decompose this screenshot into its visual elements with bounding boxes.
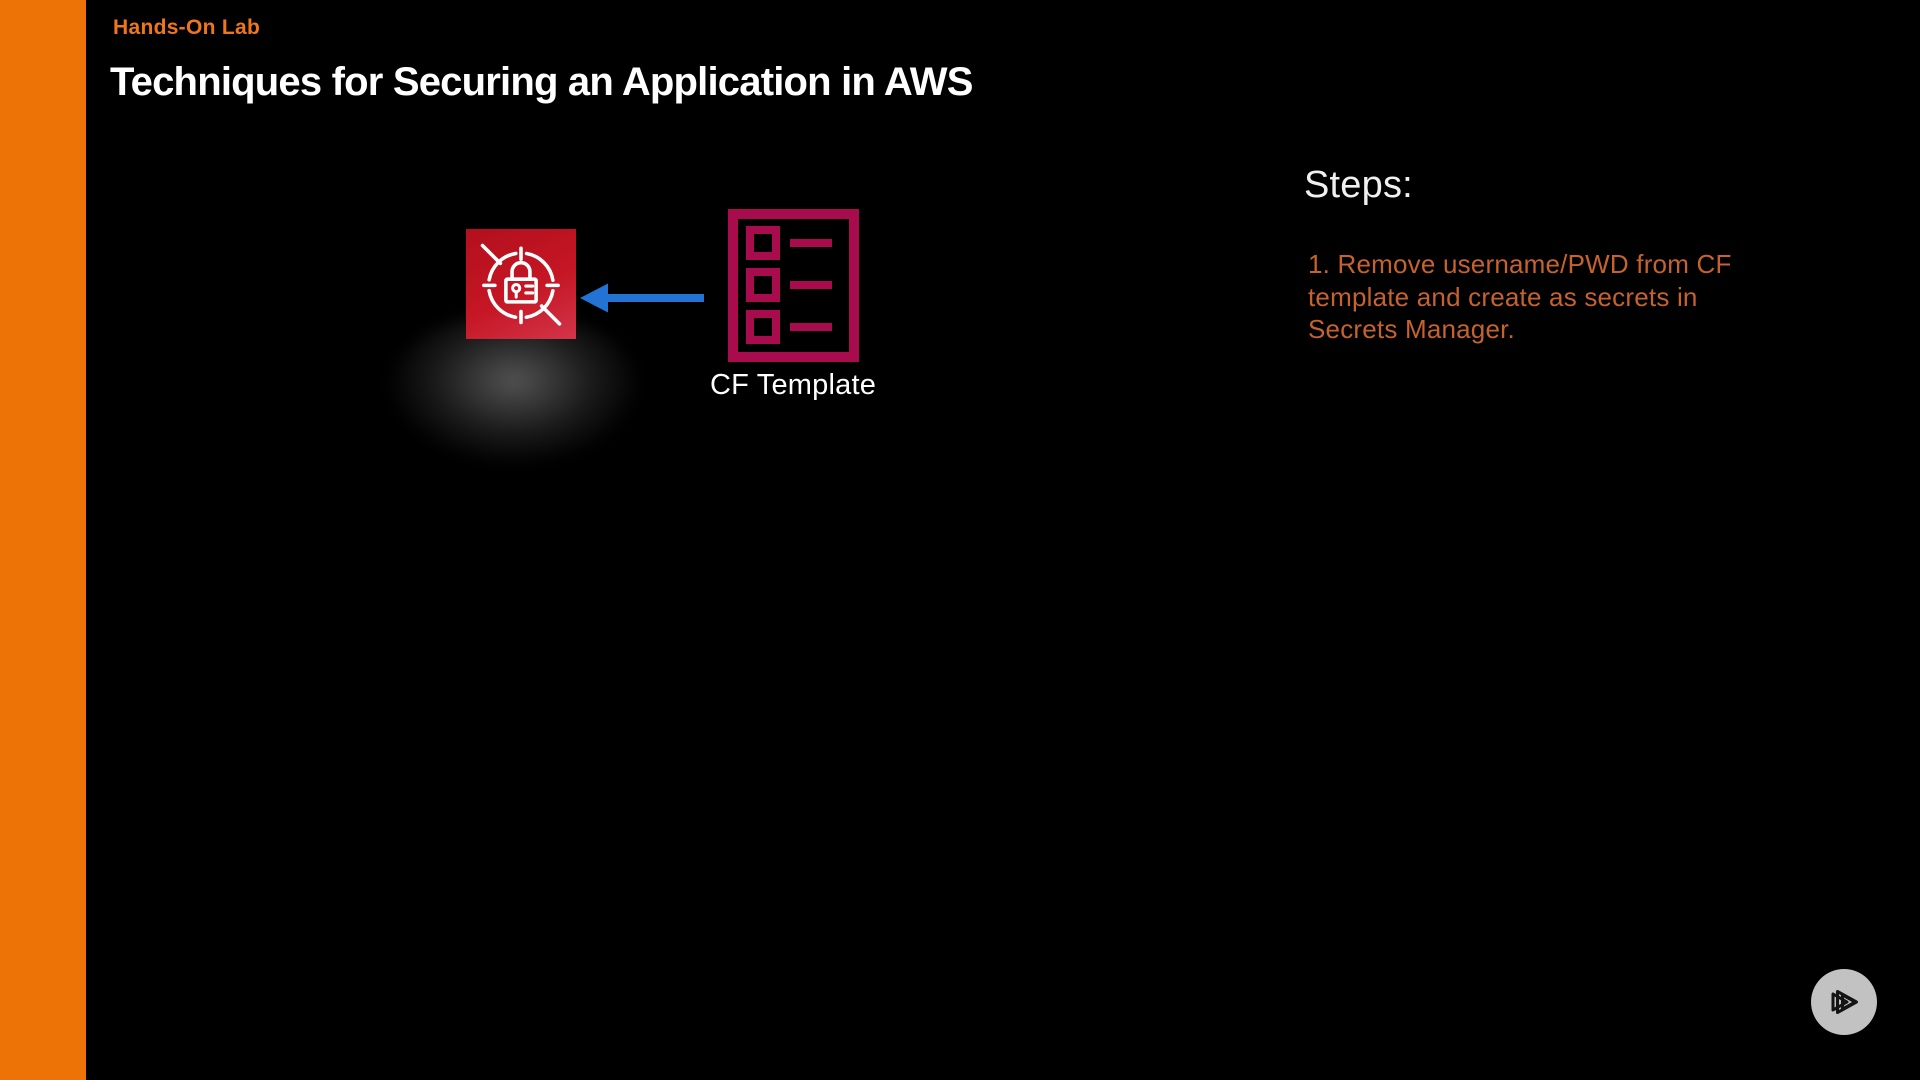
step-1-text: 1. Remove username/PWD from CF template …	[1308, 248, 1788, 346]
step-1-line: 1. Remove username/PWD from CF	[1308, 249, 1732, 279]
pluralsight-play-icon	[1831, 990, 1858, 1014]
steps-heading: Steps:	[1304, 164, 1413, 206]
secrets-manager-lock-target-icon	[480, 243, 562, 326]
page-title: Techniques for Securing an Application i…	[110, 60, 973, 104]
cloudformation-template-icon	[728, 209, 859, 362]
arrow-left-icon	[580, 283, 704, 313]
left-accent-bar	[0, 0, 86, 1080]
slide-eyebrow: Hands-On Lab	[113, 16, 261, 39]
play-button[interactable]	[1811, 969, 1877, 1035]
step-1-line: Secrets Manager.	[1308, 314, 1515, 344]
secrets-manager-icon	[466, 229, 576, 339]
cf-template-label: CF Template	[709, 369, 877, 401]
step-1-line: template and create as secrets in	[1308, 281, 1698, 312]
